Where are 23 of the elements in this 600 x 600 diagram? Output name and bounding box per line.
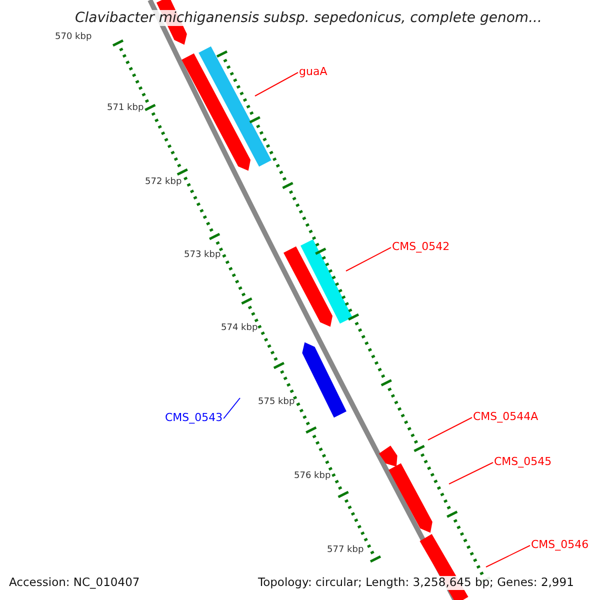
leader-line [448, 462, 494, 484]
scale-label: 575 kbp [258, 398, 295, 407]
genome-summary-text: Topology: circular; Length: 3,258,645 bp; Genes: 2,991 [258, 576, 574, 590]
gene-label: CMS_0545 [494, 456, 552, 467]
gene-label: CMS_0546 [531, 539, 589, 550]
gene-label: CMS_0542 [392, 241, 450, 252]
scale-label: 570 kbp [55, 33, 92, 42]
scale-label: 571 kbp [107, 104, 144, 113]
scale-label: 573 kbp [184, 251, 221, 260]
gene-label: CMS_0543 [165, 412, 223, 423]
scale-label: 572 kbp [145, 178, 182, 187]
gene-label: CMS_0544A [473, 411, 538, 422]
leader-line [428, 417, 472, 440]
scale-label: 576 kbp [294, 472, 331, 481]
leader-line [486, 545, 530, 568]
leader-line [223, 398, 240, 419]
scale-label: 574 kbp [221, 324, 258, 333]
scale-label: 577 kbp [327, 546, 364, 555]
gene-label: guaA [299, 66, 328, 77]
accession-text: Accession: NC_010407 [9, 576, 140, 590]
map-title: Clavibacter michiganensis subsp. sepedonicus, complete genom... [75, 10, 542, 26]
leader-line [346, 247, 392, 272]
leader-line [254, 72, 298, 96]
